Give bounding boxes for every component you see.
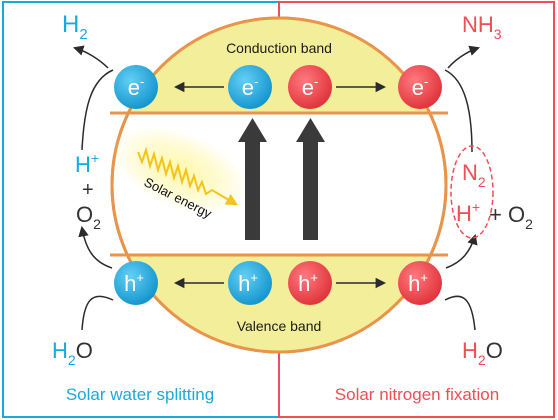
right-top-product: NH3 <box>462 12 502 42</box>
left-oxygen: O2 <box>76 202 101 232</box>
hole-carrier: h+ <box>114 261 158 305</box>
right-nitrogen: N2 <box>462 160 486 190</box>
left-bottom-reactant: H2O <box>52 338 93 368</box>
svg-text:e-: e- <box>128 74 145 100</box>
excitation-arrow-icon <box>296 118 325 240</box>
left-plus: + <box>82 179 94 201</box>
hole-carrier: h+ <box>398 261 442 305</box>
left-panel-caption: Solar water splitting <box>66 385 214 404</box>
electron-carrier: e- <box>288 65 332 109</box>
left-proton: H+ <box>75 150 99 177</box>
svg-text:h+: h+ <box>408 270 428 296</box>
sun-wave-icon <box>137 146 239 206</box>
electron-carrier: e- <box>228 65 272 109</box>
reduction-arrow-left <box>81 69 114 151</box>
svg-text:h+: h+ <box>298 270 318 296</box>
oxidation-arrow-left <box>81 295 114 331</box>
svg-text:h+: h+ <box>124 270 144 296</box>
hole-carrier: h+ <box>288 261 332 305</box>
left-top-product: H2 <box>62 11 88 43</box>
svg-text:e-: e- <box>242 74 259 100</box>
svg-text:h+: h+ <box>238 270 258 296</box>
svg-text:e-: e- <box>412 74 429 100</box>
oxidation-arrow-right <box>444 295 476 331</box>
electron-carrier: e- <box>114 65 158 109</box>
right-bottom-reactant: H2O <box>462 338 503 368</box>
right-plus-oxygen: + O2 <box>489 202 533 232</box>
conduction-band-label: Conduction band <box>226 40 332 56</box>
right-panel-caption: Solar nitrogen fixation <box>335 385 499 404</box>
right-proton: H+ <box>456 199 480 226</box>
reduction-arrow-right <box>444 69 473 153</box>
svg-text:e-: e- <box>302 74 319 100</box>
excitation-arrow-icon <box>238 118 267 240</box>
electron-carrier: e- <box>398 65 442 109</box>
adsorbed-species-outline <box>450 145 494 239</box>
valence-band-label: Valence band <box>237 318 322 334</box>
hole-carrier: h+ <box>228 261 272 305</box>
